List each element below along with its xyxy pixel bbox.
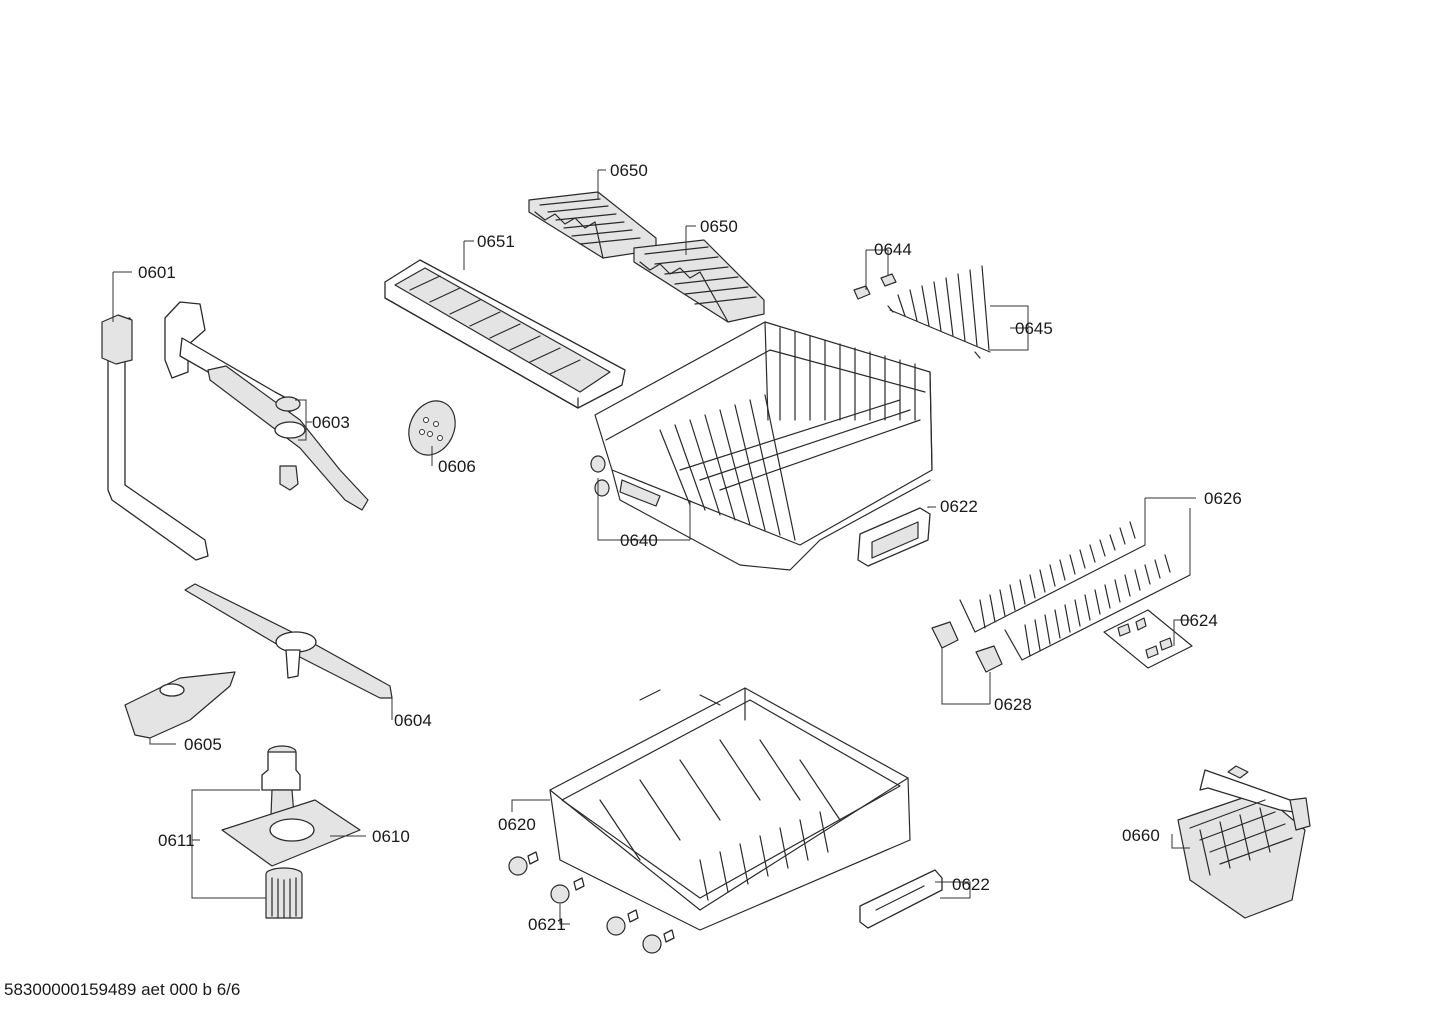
leader-lines bbox=[112, 169, 1196, 925]
label-0621: 0621 bbox=[528, 915, 566, 934]
label-0626: 0626 bbox=[1204, 489, 1242, 508]
label-0605: 0605 bbox=[184, 735, 222, 754]
label-0650-b: 0650 bbox=[700, 217, 738, 236]
label-0624: 0624 bbox=[1180, 611, 1218, 630]
label-0628: 0628 bbox=[994, 695, 1032, 714]
fold-down-tines-long-2 bbox=[1004, 554, 1191, 661]
part-labels: 0650 0650 0651 0644 0645 0601 0603 0606 … bbox=[138, 161, 1242, 934]
tine-clips bbox=[1103, 609, 1193, 669]
fold-down-tines-small bbox=[887, 265, 991, 359]
label-0603: 0603 bbox=[312, 413, 350, 432]
basket-handle-lower bbox=[859, 869, 943, 929]
label-0611: 0611 bbox=[158, 831, 195, 850]
label-0601: 0601 bbox=[138, 263, 176, 282]
rack-hinges bbox=[931, 621, 1003, 673]
label-0622-upper: 0622 bbox=[940, 497, 978, 516]
rack-clips bbox=[853, 273, 897, 300]
label-0660: 0660 bbox=[1122, 826, 1160, 845]
label-0640: 0640 bbox=[620, 531, 658, 550]
cutlery-tray-lower bbox=[633, 239, 765, 323]
micro-filter bbox=[124, 671, 236, 739]
label-0650-a: 0650 bbox=[610, 161, 648, 180]
basket-wheels bbox=[508, 851, 675, 954]
filter-disc bbox=[408, 400, 456, 456]
cutlery-tray-long bbox=[384, 259, 626, 409]
fine-filter bbox=[265, 867, 303, 919]
fold-down-tines-long-1 bbox=[959, 521, 1146, 633]
label-0610: 0610 bbox=[372, 827, 410, 846]
lower-basket bbox=[549, 687, 911, 931]
cutlery-basket bbox=[1177, 765, 1311, 919]
basket-handle-upper bbox=[857, 507, 931, 567]
upper-spray-arm bbox=[164, 301, 369, 511]
lower-spray-arm bbox=[184, 583, 393, 699]
label-0645: 0645 bbox=[1015, 319, 1053, 338]
label-0644: 0644 bbox=[874, 240, 912, 259]
drawing-reference-code: 58300000159489 aet 000 b 6/6 bbox=[4, 980, 241, 999]
label-0620: 0620 bbox=[498, 815, 536, 834]
label-0622-lower: 0622 bbox=[952, 875, 990, 894]
label-0604: 0604 bbox=[394, 711, 432, 730]
spray-arm-supply-pipe bbox=[101, 314, 209, 561]
label-0606: 0606 bbox=[438, 457, 476, 476]
label-0651: 0651 bbox=[477, 232, 515, 251]
flat-filter-plate bbox=[221, 799, 361, 867]
